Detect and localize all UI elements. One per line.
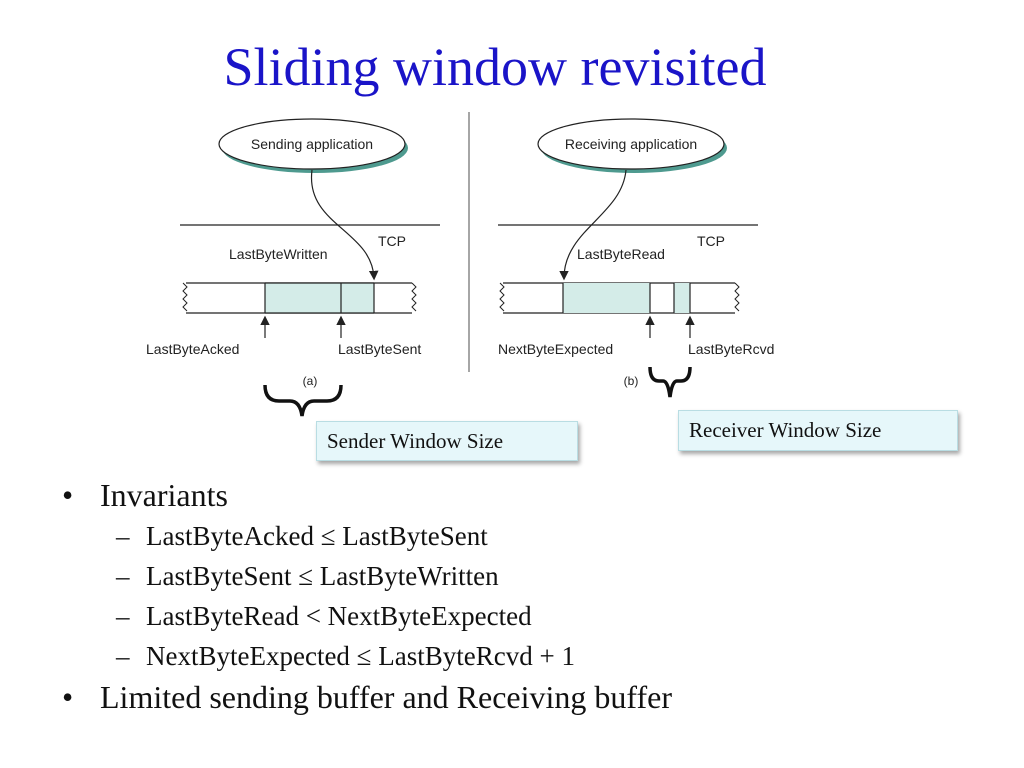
receiver-panel: Receiving application TCP LastByteRead N… xyxy=(498,118,774,398)
receiver-buffer-filled xyxy=(563,283,650,313)
sliding-window-diagram: Sending application TCP LastByteWritten … xyxy=(146,112,774,417)
invariant-text: NextByteExpected ≤ LastByteRcvd + 1 xyxy=(146,641,575,671)
bullet-mark: • xyxy=(62,679,74,715)
sender-panel: Sending application TCP LastByteWritten … xyxy=(146,118,440,417)
dash-mark: – xyxy=(116,641,130,671)
bullet-mark: • xyxy=(62,477,74,513)
slide-title: Sliding window revisited xyxy=(223,37,767,97)
invariant-text: LastByteSent ≤ LastByteWritten xyxy=(146,561,499,591)
sender-last-byte-sent-label: LastByteSent xyxy=(338,341,421,357)
sender-buffer-filled xyxy=(265,283,374,313)
bullet-list: • Invariants – LastByteAcked ≤ LastByteS… xyxy=(62,476,962,716)
sender-buffer-left-break xyxy=(182,282,188,312)
receiver-window-size-callout: Receiver Window Size xyxy=(678,410,958,451)
receiver-buffer-out-of-order xyxy=(674,283,690,313)
sender-buffer-right-break xyxy=(411,282,417,312)
sender-caption: (a) xyxy=(303,374,318,388)
invariant-text: LastByteRead < NextByteExpected xyxy=(146,601,532,631)
receiver-app-label: Receiving application xyxy=(565,136,697,152)
sender-app-to-buffer-arrow xyxy=(310,169,379,281)
receiver-buffer-right-break xyxy=(734,282,740,312)
sender-window-brace xyxy=(263,384,343,417)
sender-last-byte-written-label: LastByteWritten xyxy=(229,246,328,262)
bullet-text: Limited sending buffer and Receiving buf… xyxy=(100,679,672,715)
invariant-text: LastByteAcked ≤ LastByteSent xyxy=(146,521,488,551)
sender-app-label: Sending application xyxy=(251,136,373,152)
receiver-last-byte-rcvd-label: LastByteRcvd xyxy=(688,341,774,357)
receiver-buffer-left-break xyxy=(499,282,505,312)
bullet-text: Invariants xyxy=(100,477,228,513)
receiver-app-ellipse xyxy=(537,118,725,170)
bullet-invariants: • Invariants xyxy=(62,476,962,514)
sender-tcp-label: TCP xyxy=(378,233,406,249)
receiver-last-byte-read-label: LastByteRead xyxy=(577,246,665,262)
dash-mark: – xyxy=(116,561,130,591)
sender-app-ellipse xyxy=(218,118,406,170)
invariant-item: – LastByteRead < NextByteExpected xyxy=(62,596,962,636)
receiver-window-brace xyxy=(648,366,692,398)
dash-mark: – xyxy=(116,601,130,631)
invariant-item: – LastByteAcked ≤ LastByteSent xyxy=(62,516,962,556)
receiver-tcp-label: TCP xyxy=(697,233,725,249)
invariant-item: – LastByteSent ≤ LastByteWritten xyxy=(62,556,962,596)
receiver-buffer-to-app-arrow xyxy=(559,169,627,281)
receiver-caption: (b) xyxy=(624,374,639,388)
invariant-item: – NextByteExpected ≤ LastByteRcvd + 1 xyxy=(62,636,962,676)
receiver-next-byte-expected-label: NextByteExpected xyxy=(498,341,613,357)
sender-window-size-callout: Sender Window Size xyxy=(316,421,578,461)
invariants-sublist: – LastByteAcked ≤ LastByteSent – LastByt… xyxy=(62,516,962,676)
dash-mark: – xyxy=(116,521,130,551)
sender-last-byte-acked-label: LastByteAcked xyxy=(146,341,239,357)
bullet-limited-buffers: • Limited sending buffer and Receiving b… xyxy=(62,678,962,716)
